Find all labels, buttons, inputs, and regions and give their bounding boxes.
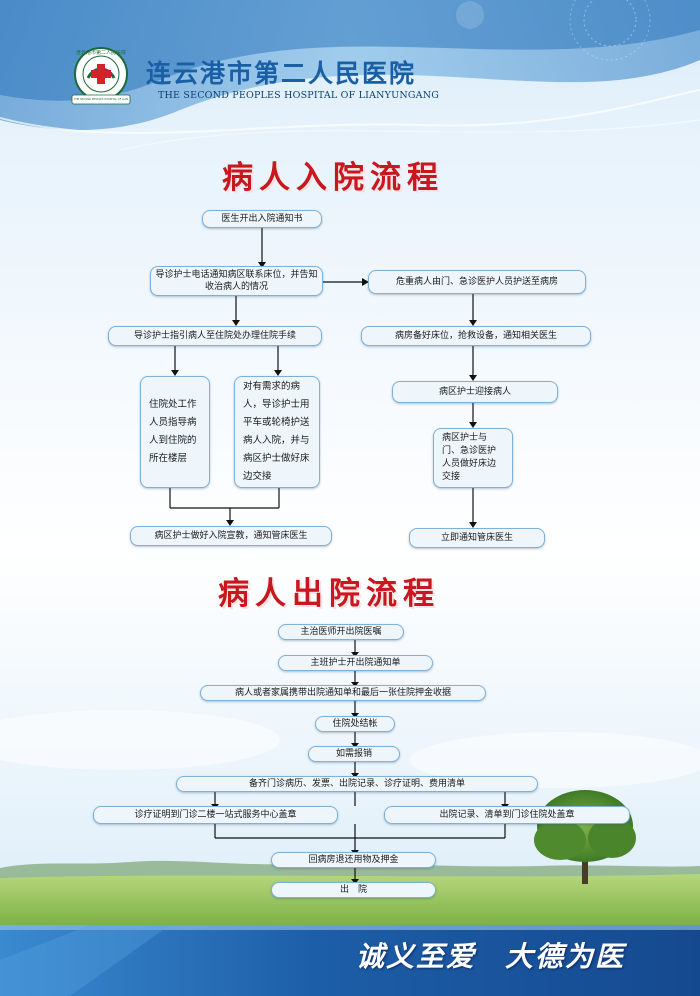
admission-step-office-staff: 住院处工作人员指导病人到住院的所在楼层	[140, 376, 210, 488]
admission-step-wheelchair: 对有需求的病人，导诊护士用平车或轮椅护送病人入院，并与病区护士做好床边交接	[234, 376, 320, 488]
admission-step-notify-doctor: 立即通知管床医生	[409, 528, 545, 548]
discharge-step-reimburse: 如需报销	[308, 746, 400, 762]
hospital-name-en: THE SECOND PEOPLES HOSPITAL OF LIANYUNGA…	[158, 90, 440, 101]
hospital-name: 连云港市第二人民医院	[146, 59, 417, 88]
admission-step-ward-prepare: 病房备好床位，抢救设备，通知相关医生	[361, 326, 591, 346]
admission-step-nurse-receive: 病区护士迎接病人	[392, 381, 558, 403]
slogan-right: 大德为医	[505, 940, 626, 973]
discharge-connectors	[214, 640, 506, 881]
admission-connectors	[169, 228, 474, 524]
discharge-step-order: 主治医师开出院医嘱	[278, 624, 404, 640]
hospital-logo: 连云港市第二人民医院 THE SECOND PEOPLES HOSPITAL O…	[68, 46, 134, 106]
discharge-step-leave: 出 院	[271, 882, 436, 898]
admission-step-critical: 危重病人由门、急诊医护人员护送至病房	[368, 270, 586, 294]
discharge-step-settle: 住院处结帐	[315, 716, 395, 732]
slogan-left: 诚义至爱	[356, 940, 477, 973]
discharge-step-stamp-office: 出院记录、清单到门诊住院处盖章	[384, 806, 630, 824]
discharge-step-stamp-center: 诊疗证明到门诊二楼一站式服务中心盖章	[93, 806, 338, 824]
admission-step-handover: 病区护士与门、急诊医护人员做好床边交接	[433, 428, 513, 488]
discharge-step-return-items: 回病房退还用物及押金	[271, 852, 436, 868]
admission-step-education: 病区护士做好入院宣教，通知管床医生	[130, 526, 332, 546]
logo-ring-text-en: THE SECOND PEOPLES HOSPITAL OF LIANYUNGA…	[74, 98, 128, 101]
admission-title: 病人入院流程	[222, 160, 444, 196]
discharge-step-prepare-docs: 备齐门诊病历、发票、出院记录、诊疗证明、费用清单	[176, 776, 538, 792]
admission-step-notice: 医生开出入院通知书	[202, 210, 322, 228]
admission-arrowheads	[171, 262, 477, 528]
admission-step-guide-lead: 导诊护士指引病人至住院处办理住院手续	[108, 326, 322, 346]
logo-ring-text: 连云港市第二人民医院	[75, 50, 126, 56]
discharge-title: 病人出院流程	[218, 576, 440, 612]
discharge-step-notice: 主班护士开出院通知单	[278, 655, 433, 671]
admission-step-guide-call: 导诊护士电话通知病区联系床位，并告知收治病人的情况	[150, 266, 323, 296]
discharge-step-bring-docs: 病人或者家属携带出院通知单和最后一张住院押金收据	[200, 685, 486, 701]
